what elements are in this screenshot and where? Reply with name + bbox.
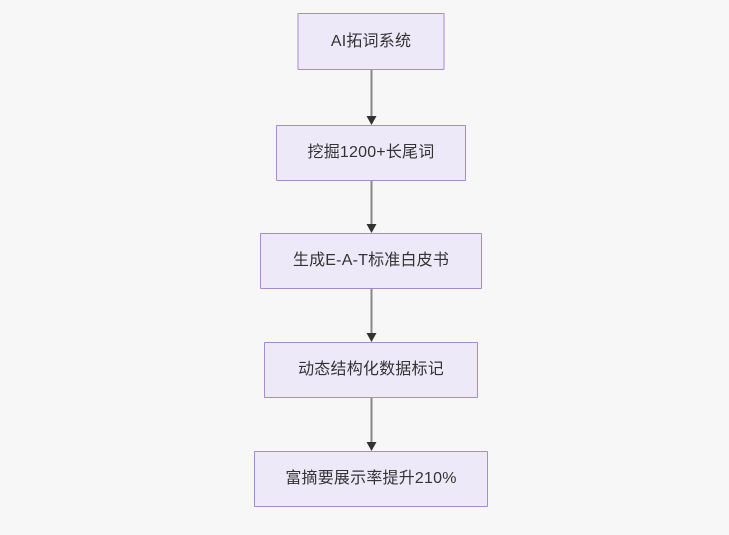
flow-node-3[interactable]: 生成E-A-T标准白皮书 [260,233,482,289]
arrowhead-down-icon [366,116,376,125]
connector-line [370,289,372,334]
flow-node-label: 动态结构化数据标记 [298,361,444,378]
flow-node-4[interactable]: 动态结构化数据标记 [264,342,478,398]
flow-connector-4-to-5 [366,398,377,451]
flow-connector-1-to-2 [366,70,377,125]
flow-node-label: AI拓词系统 [330,32,412,50]
flow-node-5[interactable]: 富摘要展示率提升210% [254,451,488,507]
arrowhead-down-icon [366,333,376,342]
flow-node-2[interactable]: 挖掘1200+长尾词 [276,125,466,181]
connector-line [370,70,372,117]
flow-node-label: 富摘要展示率提升210% [285,470,457,487]
flow-node-label: 生成E-A-T标准白皮书 [292,252,450,269]
connector-line [370,398,372,443]
connector-line [370,181,372,225]
arrowhead-down-icon [366,224,376,233]
flow-node-label: 挖掘1200+长尾词 [307,144,435,161]
flow-node-1[interactable]: AI拓词系统 [297,13,445,70]
arrowhead-down-icon [366,442,376,451]
flow-connector-3-to-4 [366,289,377,342]
flow-connector-2-to-3 [366,181,377,233]
